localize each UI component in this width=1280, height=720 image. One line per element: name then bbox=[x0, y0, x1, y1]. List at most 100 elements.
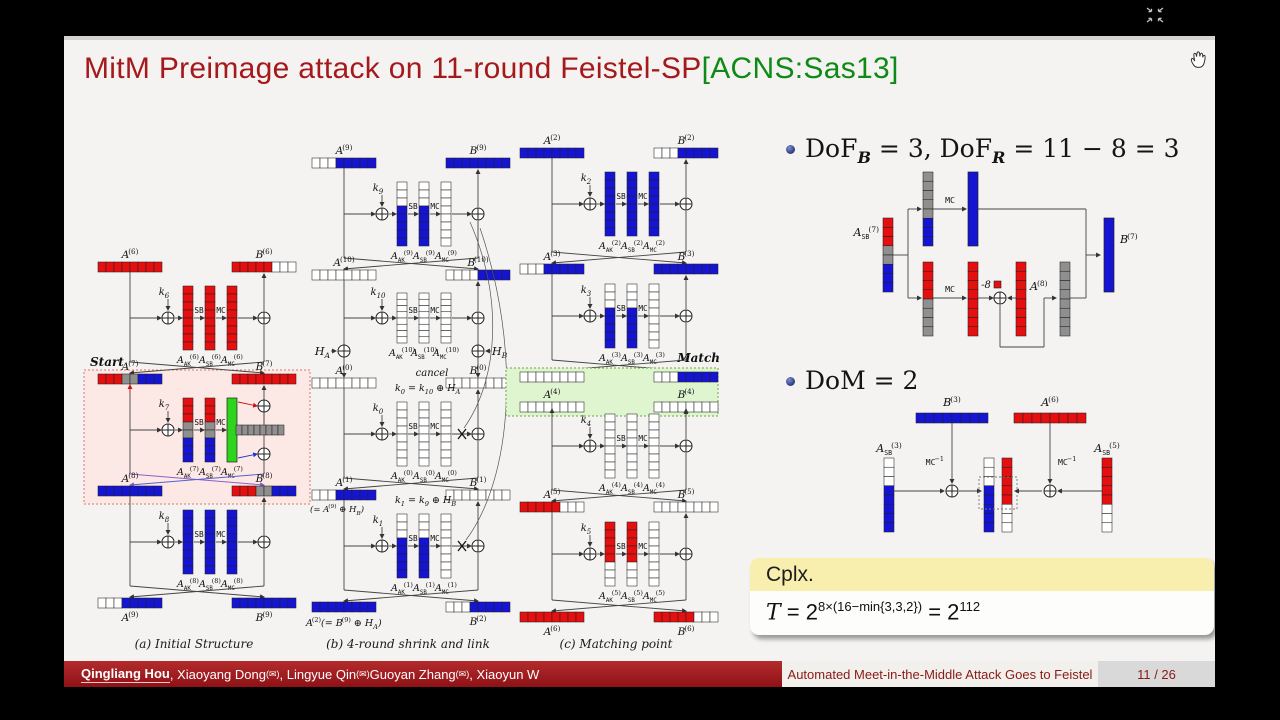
dof-text-3: = 11 − 8 = 3 bbox=[1005, 134, 1180, 163]
svg-text:MC: MC bbox=[945, 195, 955, 205]
dom-text: DoM = 2 bbox=[805, 366, 919, 395]
svg-text:ASB(6): ASB(6) bbox=[198, 353, 221, 368]
svg-text:AAK(4): AAK(4) bbox=[598, 481, 621, 496]
bullet-icon bbox=[786, 377, 795, 386]
svg-text:A(6): A(6) bbox=[121, 247, 139, 261]
slide-top-strip bbox=[64, 36, 1215, 40]
svg-text:k1 = k9 ⊕ HB: k1 = k9 ⊕ HB bbox=[395, 495, 456, 508]
footer-paper-title: Automated Meet-in-the-Middle Attack Goes… bbox=[782, 661, 1098, 687]
svg-text:B(8): B(8) bbox=[255, 471, 273, 485]
mail-icon: (✉) bbox=[455, 668, 470, 679]
complexity-block: Cplx. T = 28×(16−min{3,3,2}) = 2112 bbox=[750, 558, 1214, 636]
svg-text:ASB(9): ASB(9) bbox=[412, 249, 435, 264]
title-citation: [ACNS:Sas13] bbox=[701, 52, 899, 85]
svg-text:A(6): A(6) bbox=[543, 624, 561, 638]
svg-text:ASB(10): ASB(10) bbox=[410, 346, 437, 361]
bullet-dof: DoFB = 3, DoFR = 11 − 8 = 3 bbox=[786, 134, 1180, 167]
svg-text:ASB(7): ASB(7) bbox=[198, 465, 221, 480]
slide: MitM Preimage attack on 11-round Feistel… bbox=[64, 36, 1215, 687]
svg-text:HB: HB bbox=[491, 345, 508, 360]
author-xiaoyun-wang: , Xiaoyun W bbox=[469, 666, 540, 682]
formula-T: T bbox=[766, 600, 781, 626]
svg-text:B(4): B(4) bbox=[677, 387, 695, 401]
dof-text: DoF bbox=[805, 134, 858, 163]
svg-text:AAK(0): AAK(0) bbox=[390, 469, 413, 484]
svg-text:MC: MC bbox=[430, 534, 440, 543]
svg-text:ASB(3): ASB(3) bbox=[875, 441, 902, 457]
svg-text:B(6): B(6) bbox=[677, 624, 695, 638]
dof-sub-b: B bbox=[857, 148, 871, 167]
complexity-formula: T = 28×(16−min{3,3,2}) = 2112 bbox=[750, 591, 1214, 635]
svg-text:k9: k9 bbox=[373, 183, 384, 196]
svg-text:B(1): B(1) bbox=[469, 475, 487, 489]
svg-text:MC: MC bbox=[430, 306, 440, 315]
svg-text:(a) Initial Structure: (a) Initial Structure bbox=[135, 637, 254, 651]
svg-text:k2: k2 bbox=[581, 173, 592, 186]
svg-text:HA: HA bbox=[314, 345, 331, 360]
svg-text:SB: SB bbox=[194, 530, 204, 539]
mail-icon: (✉) bbox=[265, 668, 280, 679]
svg-text:k1: k1 bbox=[373, 515, 384, 528]
formula-eq: = 2 bbox=[780, 599, 818, 625]
svg-text:A(1): A(1) bbox=[335, 475, 353, 489]
svg-text:AAK(5): AAK(5) bbox=[598, 589, 621, 604]
svg-text:B(5): B(5) bbox=[677, 487, 695, 501]
svg-text:MC: MC bbox=[430, 422, 440, 431]
compress-arrows-icon[interactable] bbox=[1146, 7, 1164, 28]
svg-text:MC: MC bbox=[945, 284, 955, 294]
svg-text:B(3): B(3) bbox=[942, 395, 961, 409]
svg-text:AMC(10): AMC(10) bbox=[432, 346, 459, 361]
title-text: MitM Preimage attack on 11-round Feistel… bbox=[84, 52, 702, 85]
svg-text:SB: SB bbox=[408, 306, 418, 315]
svg-text:AAK(1): AAK(1) bbox=[390, 581, 413, 596]
svg-text:A(3): A(3) bbox=[543, 249, 561, 263]
svg-text:MC: MC bbox=[638, 542, 648, 551]
svg-text:(b) 4-round shrink and link: (b) 4-round shrink and link bbox=[326, 637, 490, 651]
svg-text:AAK(8): AAK(8) bbox=[176, 577, 199, 592]
svg-text:AAK(3): AAK(3) bbox=[598, 351, 621, 366]
svg-text:A(7): A(7) bbox=[121, 359, 139, 373]
svg-text:ASB(5): ASB(5) bbox=[1093, 441, 1120, 457]
author-lingyue-qin: , Lingyue Qin bbox=[279, 666, 357, 682]
svg-text:AAK(9): AAK(9) bbox=[390, 249, 413, 264]
svg-text:A(9): A(9) bbox=[121, 610, 139, 624]
svg-text:cancel: cancel bbox=[416, 368, 449, 379]
formula-result-exponent: 112 bbox=[959, 599, 981, 614]
hand-cursor-icon bbox=[1188, 46, 1208, 73]
svg-text:MC: MC bbox=[216, 306, 226, 315]
svg-text:A(9): A(9) bbox=[335, 143, 353, 157]
svg-text:B(3): B(3) bbox=[677, 249, 695, 263]
svg-text:B(7): B(7) bbox=[255, 359, 273, 373]
svg-text:B(6): B(6) bbox=[255, 247, 273, 261]
dof-text-2: = 3, DoF bbox=[870, 134, 993, 163]
footer-page-number: 11 / 26 bbox=[1098, 661, 1215, 687]
svg-text:AMC(2): AMC(2) bbox=[642, 239, 665, 254]
bullet-dom: DoM = 2 bbox=[786, 366, 918, 395]
svg-text:A(8): A(8) bbox=[1029, 279, 1048, 293]
svg-text:k0 = k10 ⊕ HA: k0 = k10 ⊕ HA bbox=[395, 383, 461, 396]
svg-text:-8: -8 bbox=[981, 280, 991, 291]
svg-text:ASB(2): ASB(2) bbox=[620, 239, 643, 254]
svg-text:A(5): A(5) bbox=[543, 487, 561, 501]
svg-text:A(2)(= B(9) ⊕ HA): A(2)(= B(9) ⊕ HA) bbox=[305, 616, 382, 631]
svg-text:k5: k5 bbox=[581, 523, 592, 536]
svg-text:MC−1: MC−1 bbox=[1058, 455, 1076, 467]
svg-text:SB: SB bbox=[408, 422, 418, 431]
footer-bar: Qingliang Hou , Xiaoyang Dong(✉), Lingyu… bbox=[64, 661, 1215, 687]
svg-text:MC: MC bbox=[430, 202, 440, 211]
svg-text:MC: MC bbox=[638, 434, 648, 443]
svg-text:B(7): B(7) bbox=[1119, 232, 1138, 246]
svg-text:SB: SB bbox=[408, 534, 418, 543]
svg-text:k8: k8 bbox=[159, 511, 170, 524]
svg-text:Match: Match bbox=[676, 351, 720, 365]
svg-text:B(2): B(2) bbox=[469, 614, 487, 628]
svg-text:(c) Matching point: (c) Matching point bbox=[560, 637, 673, 651]
mail-icon: (✉) bbox=[356, 668, 370, 679]
svg-text:SB: SB bbox=[408, 202, 418, 211]
svg-text:AAK(6): AAK(6) bbox=[176, 353, 199, 368]
svg-text:MC: MC bbox=[216, 418, 226, 427]
svg-text:A(0): A(0) bbox=[335, 363, 353, 377]
